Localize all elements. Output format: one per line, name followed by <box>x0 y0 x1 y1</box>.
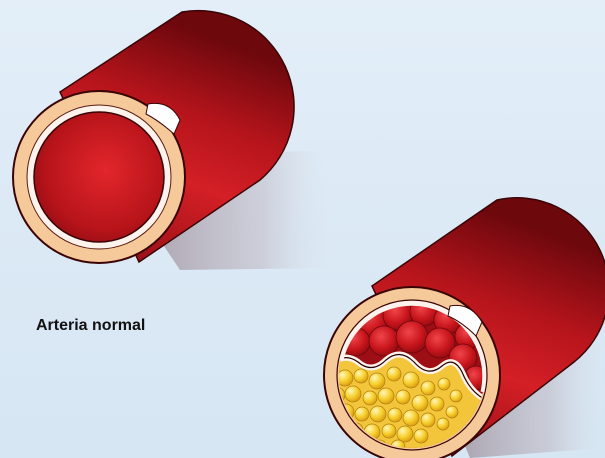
clogged-artery <box>324 198 605 458</box>
normal-artery <box>13 11 330 270</box>
normal-artery-lumen <box>34 112 164 242</box>
normal-artery-label: Arteria normal <box>36 317 145 334</box>
